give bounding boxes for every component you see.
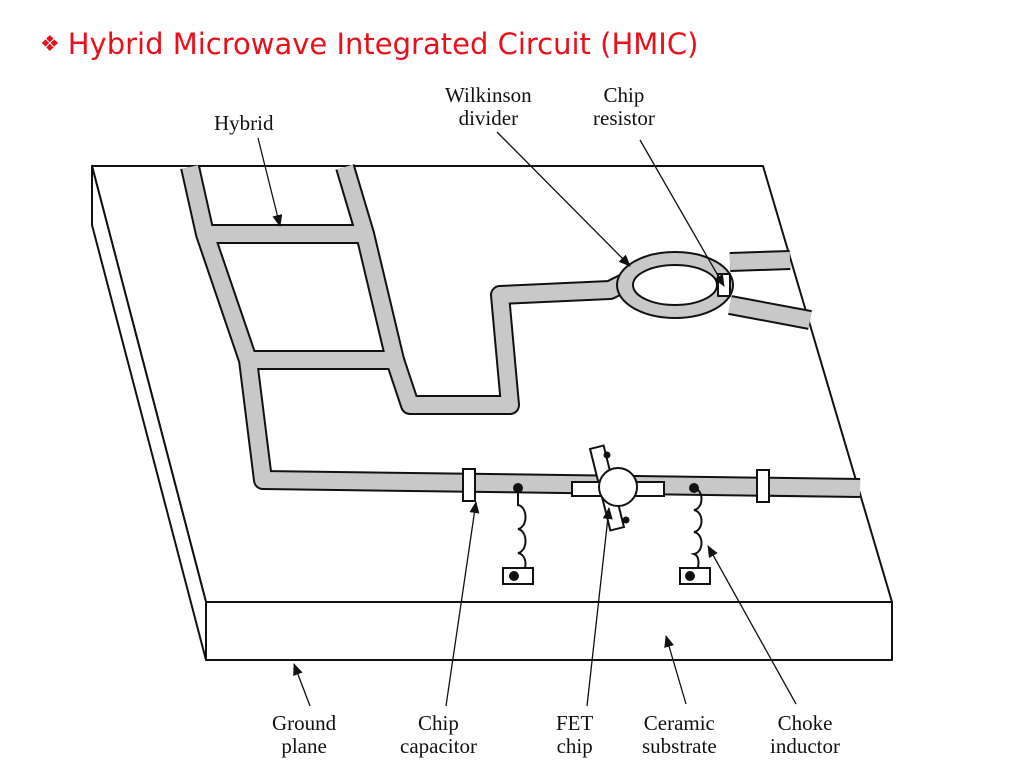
label-chip-resistor-line2: resistor [593,106,655,130]
label-hybrid-text: Hybrid [214,111,274,135]
choke-inductor-right [679,483,711,585]
fet-chip-shape [571,444,665,532]
microstrip-traces [180,164,861,498]
arrow-ground-plane [293,663,311,707]
chip-capacitor-left [462,468,476,502]
arrow-wilkinson [496,131,631,267]
slide-title: ❖ Hybrid Microwave Integrated Circuit (HM… [40,30,698,59]
arrow-fet-chip [586,507,613,707]
label-chip-capacitor: Chip capacitor [400,712,477,758]
arrow-ceramic-substrate [664,635,687,705]
label-chip-capacitor-line2: capacitor [400,734,477,758]
choke-inductor-left [502,483,534,585]
chip-capacitor-right [756,469,770,503]
label-hybrid: Hybrid [214,112,274,135]
label-ground-plane: Ground plane [272,712,336,758]
label-ground-plane-line2: plane [281,734,327,758]
label-fet-chip: FET chip [556,712,593,758]
label-ceramic-substrate-line1: Ceramic [643,711,715,735]
slide-title-text: Hybrid Microwave Integrated Circuit (HMI… [67,27,699,61]
label-fet-chip-line1: FET [556,711,594,735]
label-chip-resistor: Chip resistor [593,84,655,130]
label-ceramic-substrate-line2: substrate [642,734,717,758]
leader-arrows [257,131,797,707]
label-wilkinson-line1: Wilkinson [445,83,532,107]
label-ceramic-substrate: Ceramic substrate [642,712,717,758]
label-wilkinson-line2: divider [458,106,519,130]
arrow-chip-resistor [639,139,725,287]
label-choke-inductor-line1: Choke [777,711,833,735]
diamond-bullet-icon: ❖ [40,32,60,57]
label-choke-inductor-line2: inductor [770,734,840,758]
label-ground-plane-line1: Ground [272,711,337,735]
label-chip-capacitor-line1: Chip [418,711,459,735]
label-chip-resistor-line1: Chip [603,83,645,107]
label-fet-chip-line2: chip [556,734,593,758]
arrow-chip-capacitor [445,501,480,707]
arrow-hybrid [257,137,283,227]
label-choke-inductor: Choke inductor [770,712,840,758]
label-wilkinson-divider: Wilkinson divider [445,84,532,130]
substrate-front-face [205,601,893,661]
arrow-choke-inductor [707,545,797,705]
